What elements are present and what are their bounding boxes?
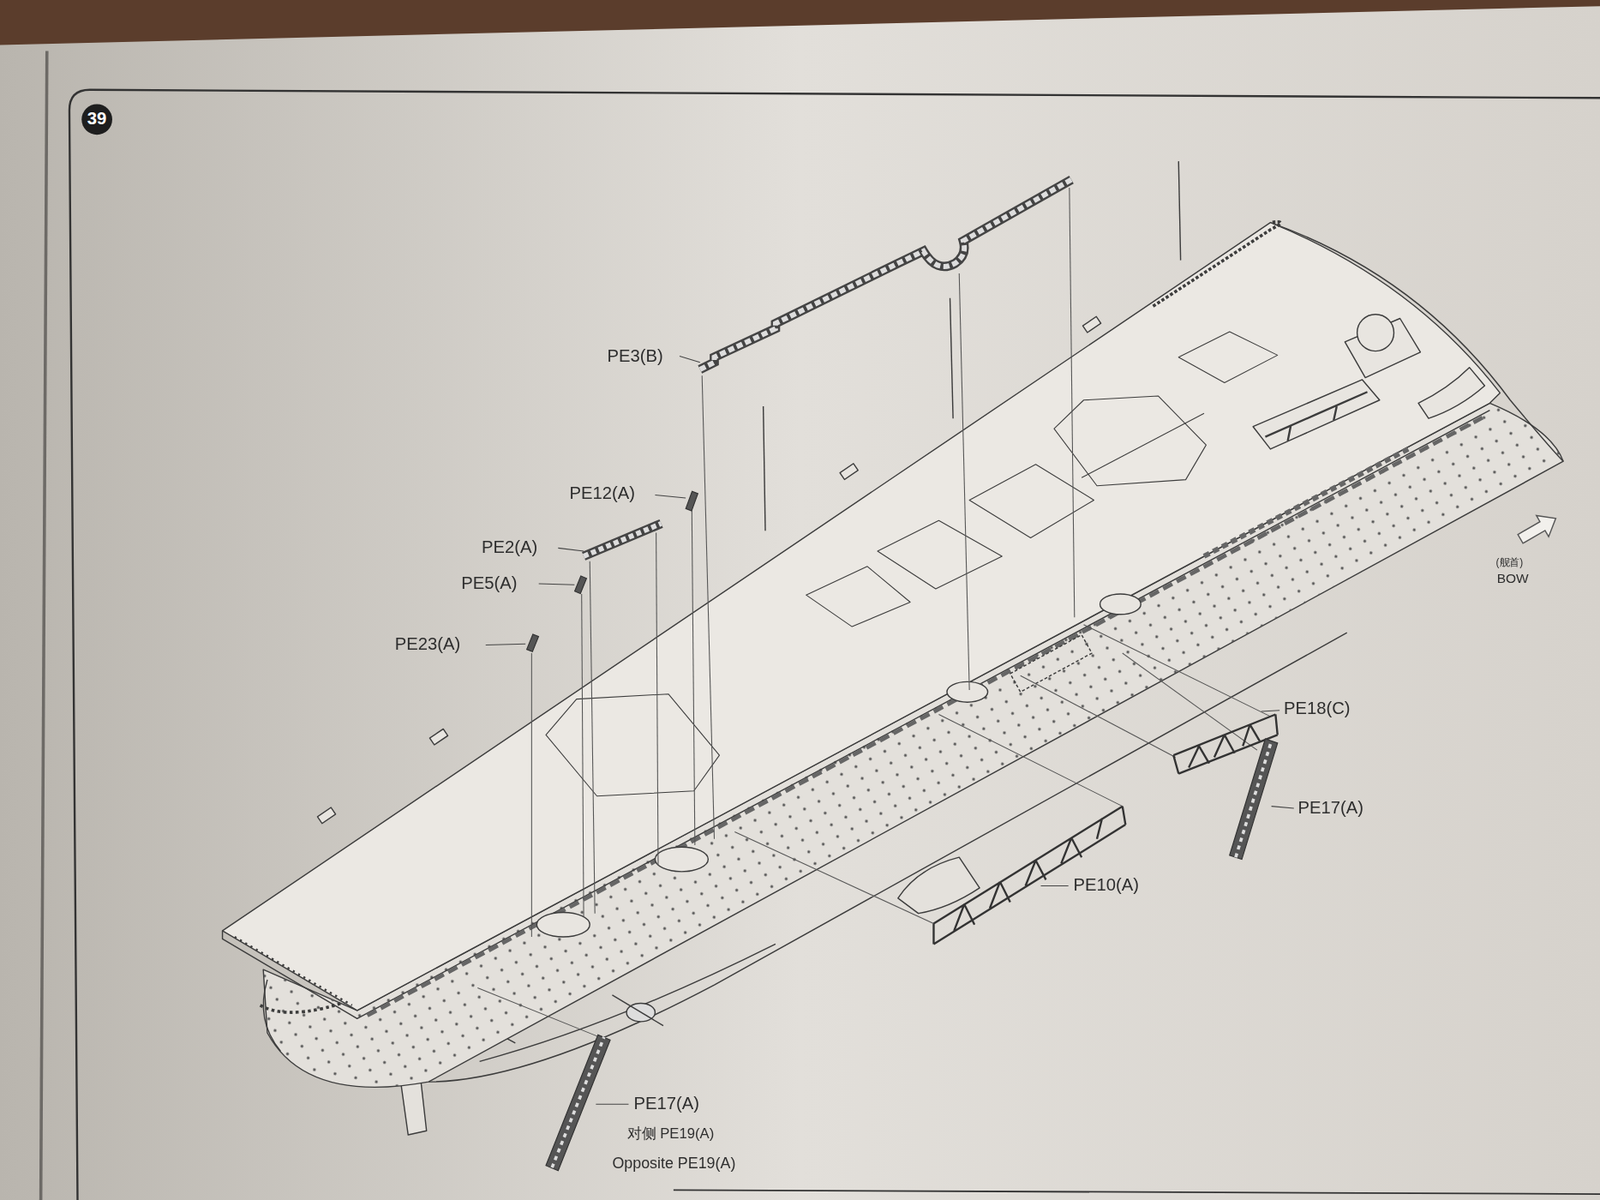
leader-line bbox=[1261, 710, 1280, 712]
page-frame bbox=[673, 1189, 1600, 1194]
stern-curve bbox=[263, 979, 281, 1051]
pe12-part bbox=[685, 491, 698, 511]
bow-rail bbox=[1152, 221, 1281, 306]
leader-line bbox=[1271, 806, 1295, 809]
step-number: 39 bbox=[81, 103, 113, 135]
deck-fitting bbox=[429, 728, 448, 745]
leader-lines bbox=[485, 356, 1295, 1105]
deck-fitting bbox=[1082, 316, 1101, 333]
guide-line bbox=[691, 509, 696, 845]
deck-line bbox=[1081, 413, 1205, 478]
pe17-ladder bbox=[1229, 738, 1278, 860]
page-frame bbox=[69, 89, 1600, 1200]
guide-lines bbox=[477, 187, 1271, 1039]
deck-hatch bbox=[969, 464, 1094, 539]
pe17-ladder bbox=[545, 1034, 611, 1170]
gun-tub bbox=[1100, 593, 1142, 615]
shaft bbox=[611, 994, 664, 1026]
deck-edge-rail bbox=[367, 416, 1486, 1016]
flight-deck bbox=[222, 222, 1501, 1011]
guide-line bbox=[701, 375, 714, 839]
guide-line bbox=[938, 713, 1122, 806]
pe3-strip bbox=[700, 179, 1072, 370]
leader-line bbox=[654, 494, 686, 498]
direction-note: (舰首) bbox=[1496, 556, 1524, 569]
part-number: PE17(A) bbox=[1298, 797, 1365, 819]
part-number: PE12(A) bbox=[569, 483, 636, 504]
guide-line bbox=[1084, 624, 1271, 717]
guide-line bbox=[1020, 675, 1176, 757]
part-number: PE18(C) bbox=[1283, 699, 1351, 720]
deck-thickness bbox=[222, 410, 1491, 1019]
guide-line bbox=[1122, 653, 1258, 750]
page-gutter bbox=[41, 51, 48, 1200]
deck-hatch bbox=[806, 566, 911, 627]
gallery bbox=[1204, 449, 1409, 557]
deck-hatch bbox=[877, 520, 1002, 589]
mast bbox=[763, 406, 766, 531]
guide-line bbox=[477, 988, 605, 1040]
leader-line bbox=[679, 356, 701, 363]
mast bbox=[1178, 161, 1181, 260]
part-note: Opposite PE19(A) bbox=[611, 1154, 736, 1173]
part-number: PE3(B) bbox=[606, 346, 663, 367]
island-dome bbox=[1357, 314, 1395, 352]
pe2-strip-holes bbox=[583, 523, 661, 557]
gun-mounts bbox=[1264, 391, 1367, 441]
guide-line bbox=[589, 561, 595, 914]
bow-arrow bbox=[1514, 507, 1563, 550]
pe2-strip bbox=[583, 523, 661, 557]
guide-line bbox=[531, 653, 533, 937]
guide-line bbox=[734, 831, 934, 923]
part-number: PE17(A) bbox=[633, 1093, 700, 1115]
part-number: PE2(A) bbox=[481, 537, 538, 558]
guide-line bbox=[581, 593, 584, 917]
deck-hatch bbox=[1178, 331, 1277, 384]
leader-line bbox=[1041, 885, 1069, 887]
step-number-text: 39 bbox=[87, 108, 108, 130]
guide-line bbox=[958, 273, 970, 690]
pe23-part bbox=[527, 634, 540, 652]
pe3-strip-holes bbox=[700, 179, 1072, 370]
guide-line bbox=[1069, 187, 1075, 618]
guide-line bbox=[656, 533, 659, 866]
part-note: 对侧 PE19(A) bbox=[627, 1124, 714, 1142]
stern-deck-marks bbox=[234, 936, 353, 1006]
bow-platform bbox=[1418, 367, 1485, 420]
leader-line bbox=[485, 643, 526, 645]
hull-blister bbox=[898, 856, 980, 913]
paper bbox=[0, 5, 1600, 1200]
elevator bbox=[1054, 395, 1206, 486]
ship bbox=[222, 161, 1565, 1135]
leader-line bbox=[539, 583, 576, 585]
pe5-part bbox=[575, 575, 588, 594]
leader-line bbox=[557, 547, 584, 552]
pe-parts bbox=[527, 179, 1278, 1171]
mast bbox=[950, 298, 954, 420]
gun-tub bbox=[654, 846, 708, 872]
part-number: PE10(A) bbox=[1073, 875, 1140, 897]
gun-tub bbox=[946, 681, 989, 702]
part-number: PE5(A) bbox=[461, 573, 517, 594]
leader-line bbox=[595, 1103, 629, 1105]
deck-fitting bbox=[317, 807, 336, 824]
pe10-truss bbox=[933, 806, 1126, 945]
deck-fitting bbox=[839, 463, 858, 480]
part-number: PE23(A) bbox=[395, 635, 462, 656]
gun-tub bbox=[536, 911, 590, 937]
gun-platform bbox=[1252, 379, 1380, 450]
catwalk bbox=[1010, 635, 1092, 693]
direction-label: BOW bbox=[1497, 570, 1529, 588]
